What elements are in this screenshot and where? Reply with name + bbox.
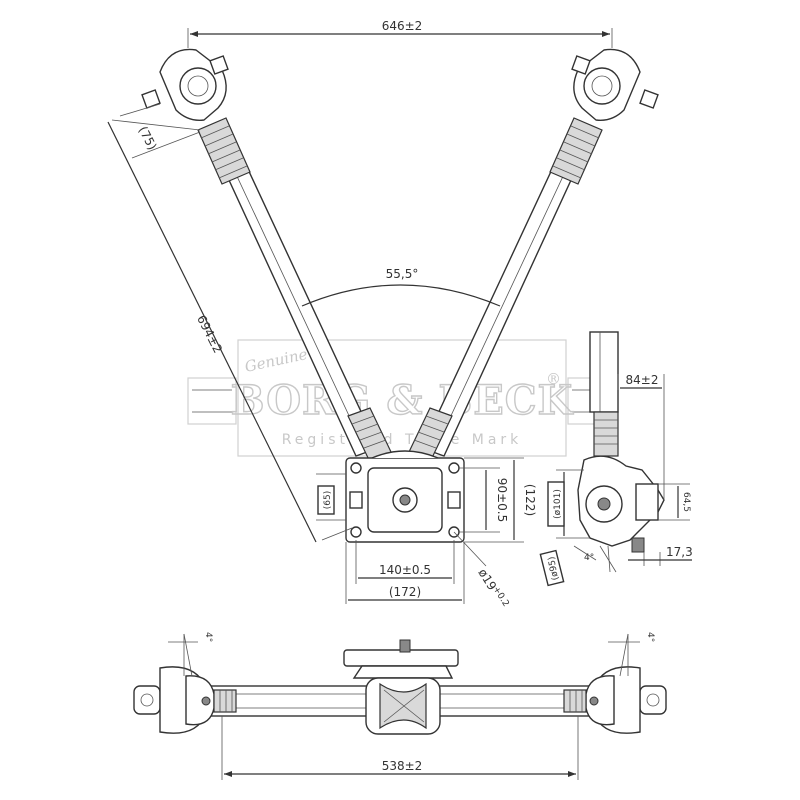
left-arm xyxy=(141,48,393,463)
bottom-left-end xyxy=(133,666,237,734)
dim-arc-angle xyxy=(301,284,501,307)
dim-plate-width: (172) xyxy=(389,585,421,599)
side-thread xyxy=(593,411,619,457)
dim-bottom-length: 538±2 xyxy=(382,759,423,773)
center-plate xyxy=(345,450,465,543)
dim-angle: 55,5° xyxy=(386,267,419,281)
left-end-joint xyxy=(141,48,229,121)
bottom-center-bracket xyxy=(343,639,459,735)
dim-bottom-tilt-left: 4° xyxy=(203,632,213,642)
dim-top-width: 646±2 xyxy=(382,19,423,33)
watermark-script: Genuine xyxy=(243,345,309,376)
bottom-view: 4° 4° 538±2 xyxy=(133,632,667,780)
dim-side-width: 84±2 xyxy=(626,373,659,387)
bottom-right-end xyxy=(563,666,667,734)
top-view: 646±2 xyxy=(107,19,659,609)
dim-plate-offset: (65) xyxy=(323,491,333,509)
dim-hole-spacing-v: 90±0.5 xyxy=(495,478,509,522)
right-arm-thread-top xyxy=(549,117,603,185)
side-view: 84±2 64,5 17,3 (ø101) (ø95) 4° xyxy=(539,331,693,587)
dim-side-depth: 17,3 xyxy=(666,545,693,559)
dim-hole-tolerance: +0.2 xyxy=(491,585,511,609)
dim-ball-diameter: (ø101) xyxy=(553,489,563,519)
watermark-registered: ® xyxy=(546,370,561,388)
right-end-joint xyxy=(571,48,659,121)
dim-plate-height: (122) xyxy=(523,484,537,516)
dim-stud-diameter: (ø95) xyxy=(547,556,561,581)
dim-bottom-tilt-right: 4° xyxy=(645,632,655,642)
left-arm-thread-top xyxy=(197,117,251,185)
watermark: Genuine BORG & BECK ® Registered Trade M… xyxy=(187,339,617,457)
watermark-tagline: Registered Trade Mark xyxy=(282,432,523,448)
dim-tilt-angle: 4° xyxy=(584,553,594,563)
dim-line-arm-length xyxy=(107,121,317,543)
dim-arm-length: 694±2 xyxy=(194,313,225,356)
watermark-band-left xyxy=(187,377,237,425)
dim-hole-spacing-h: 140±0.5 xyxy=(379,563,431,577)
dim-end-offset: (75) xyxy=(136,124,160,152)
dim-side-height: 64,5 xyxy=(681,492,691,512)
watermark-brand: BORG & BECK xyxy=(231,377,574,424)
right-arm xyxy=(407,48,659,463)
left-arm-bellow xyxy=(347,407,393,463)
